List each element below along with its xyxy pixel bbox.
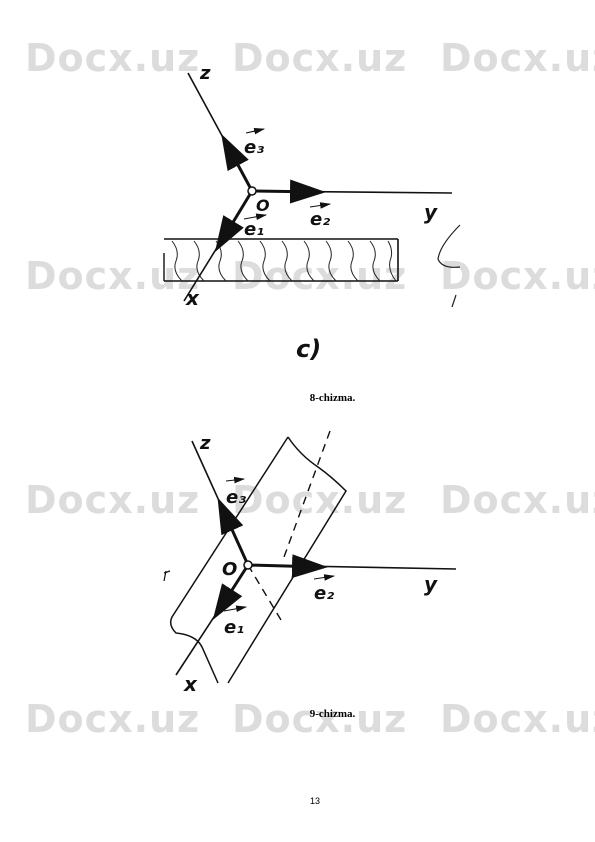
x-axis-label: x <box>185 286 200 310</box>
origin-point <box>247 186 257 196</box>
z-axis-label: z <box>199 63 211 84</box>
figure-8-diagram: z y x O e₃ e₂ e₁ c) <box>163 63 461 363</box>
e1-label: e₁ <box>224 617 244 638</box>
inclined-plate <box>169 430 347 684</box>
vector-e2 <box>247 554 328 579</box>
vector-e1 <box>214 190 254 253</box>
watermark: Docx.uz <box>440 254 595 298</box>
origin-point <box>243 560 253 570</box>
figure-9-diagram: z y x O e₃ e₂ e₁ <box>163 430 457 695</box>
e3-label: e₃ <box>226 487 246 508</box>
watermark: Docx.uz <box>440 478 595 522</box>
watermark: Docx.uz <box>25 36 201 80</box>
vector-e1 <box>212 564 250 621</box>
vector-e3 <box>217 497 250 566</box>
watermark: Docx.uz <box>232 254 408 298</box>
watermark: Docx.uz <box>232 478 408 522</box>
z-axis-label: z <box>199 433 211 454</box>
figure-9-caption: 9-chizma. <box>309 708 356 720</box>
origin-label: O <box>222 559 237 580</box>
vector-e2 <box>251 179 326 204</box>
watermark: Docx.uz <box>232 697 408 741</box>
origin-label: O <box>256 196 270 215</box>
figure-sub-label: c) <box>296 335 321 363</box>
watermark: Docx.uz <box>25 478 201 522</box>
e3-label: e₃ <box>244 137 264 158</box>
e2-label: e₂ <box>314 583 334 604</box>
e2-label: e₂ <box>310 209 330 230</box>
e1-label: e₁ <box>244 219 264 240</box>
page-number: 13 <box>309 796 320 806</box>
y-axis-label: y <box>424 572 438 596</box>
hatched-plate <box>163 238 399 282</box>
watermark: Docx.uz <box>232 36 408 80</box>
watermark: Docx.uz <box>440 697 595 741</box>
watermark: Docx.uz <box>25 254 201 298</box>
watermark: Docx.uz <box>25 697 201 741</box>
vector-e3 <box>221 133 254 192</box>
figure-8-caption: 8-chizma. <box>309 392 356 404</box>
x-axis-label: x <box>183 672 198 695</box>
y-axis-label: y <box>424 200 438 224</box>
watermark: Docx.uz <box>440 36 595 80</box>
